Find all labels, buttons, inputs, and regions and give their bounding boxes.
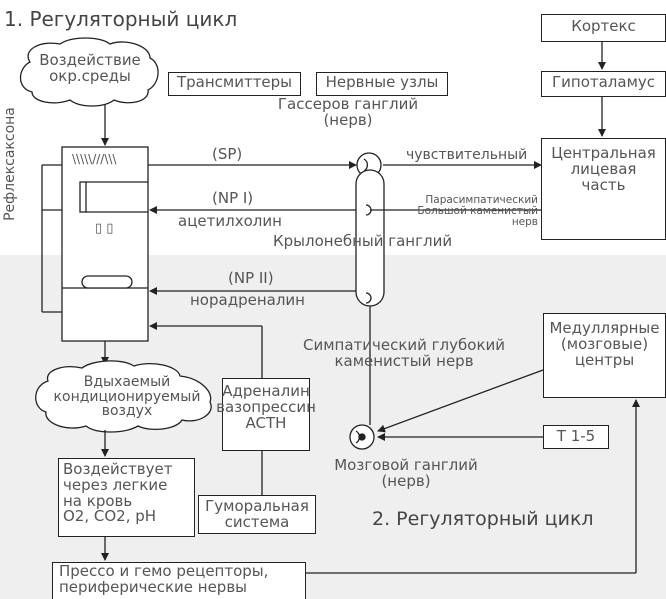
lungs-box: Воздействует через легкие на кровь O2, C… — [58, 458, 195, 537]
sensory-label: чувствительный — [406, 147, 528, 163]
sp-label: (SP) — [212, 145, 243, 163]
parasympathetic-label: Парасимпатический Большой каменистый нер… — [417, 194, 538, 229]
sympathetic-deep-label: Симпатический глубокий каменистый нерв — [302, 336, 506, 370]
mucosa-glyphs: \\\\\///\\\ — [72, 152, 117, 166]
env-impact-label: Воздействие окр.среды — [39, 51, 141, 85]
central-facial-label: Центральная лицевая часть — [551, 144, 656, 194]
reflex-axon-label: Рефлексаксона — [2, 107, 18, 221]
nerve-nodes-label: Нервные узлы — [325, 73, 439, 91]
np1-label: (NP I) — [212, 189, 254, 207]
receptors-label: Прессо и гемо рецепторы, периферические … — [59, 562, 269, 596]
acetylcholine-label: ацетилхолин — [178, 212, 282, 230]
pterygopalatine-label: Крылонебный ганглий — [273, 232, 453, 250]
lungs-label: Воздействует через легкие на кровь O2, C… — [63, 460, 173, 526]
adrenaline-label: Адреналин вазопрессин ACTH — [216, 382, 316, 432]
t15-label: T 1-5 — [556, 427, 596, 445]
medullary-label: Медуллярные (мозговые) центры — [549, 319, 660, 369]
cycle-1-title: 1. Регуляторный цикл — [4, 7, 238, 31]
gasser-ganglion-label: Гассеров ганглий (нерв) — [277, 95, 419, 129]
hypothalamus-box: Гипоталамус — [541, 71, 666, 97]
env-cloud-shape — [19, 37, 159, 107]
receptors-box: Прессо и гемо рецепторы, периферические … — [52, 562, 306, 599]
central-facial-box: Центральная лицевая часть — [541, 138, 666, 240]
cycle-2-title: 2. Регуляторный цикл — [372, 508, 594, 530]
transmitters-label: Трансмиттеры — [176, 73, 293, 91]
concha-left-edge — [79, 181, 87, 213]
np2-label: (NP II) — [228, 269, 274, 287]
t15-box: T 1-5 — [543, 425, 609, 449]
humoral-box: Гуморальная система — [198, 495, 316, 534]
nerve-nodes-box: Нервные узлы — [316, 72, 448, 96]
medullary-box: Медуллярные (мозговые) центры — [543, 313, 666, 398]
mucosa-squares: ▯ ▯ — [95, 221, 114, 236]
adrenaline-box: Адреналин вазопрессин ACTH — [216, 378, 316, 451]
cortex-label: Кортекс — [571, 17, 636, 35]
hypothalamus-label: Гипоталамус — [551, 73, 656, 91]
transmitters-box: Трансмиттеры — [168, 72, 301, 96]
inhaled-air-label: Вдыхаемый кондиционируемый воздух — [53, 374, 201, 420]
noradrenaline-label: норадреналин — [190, 291, 305, 309]
air-cloud-shape — [35, 360, 212, 433]
brain-ganglion-label: Мозговой ганглий (нерв) — [334, 456, 478, 490]
humoral-label: Гуморальная система — [205, 497, 309, 531]
mucosa-box — [61, 146, 149, 342]
cortex-box: Кортекс — [541, 14, 666, 42]
vessel-shape — [81, 275, 133, 289]
